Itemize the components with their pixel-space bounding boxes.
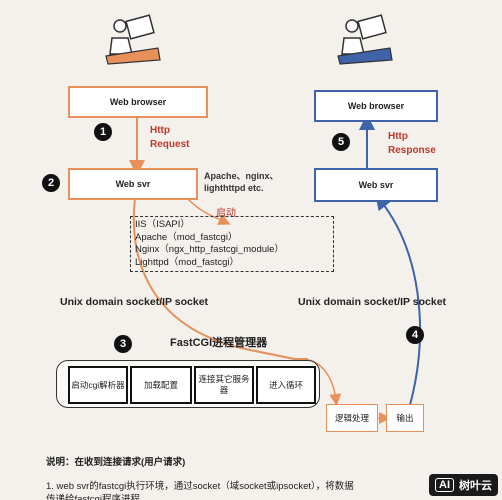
user-computer-icon-right	[337, 14, 393, 65]
module-item: Apache（mod_fastcgi）	[135, 231, 238, 243]
http-request-label: Http Request	[150, 125, 190, 150]
fastcgi-manager-title: FastCGI进程管理器	[170, 337, 268, 349]
logic-process-box: 逻辑处理	[326, 404, 378, 432]
notes-line-2: 传递给fastcgi程序进程	[46, 494, 140, 500]
step-load-config: 加载配置	[130, 366, 192, 404]
output-box: 输出	[386, 404, 424, 432]
step-start-cgi: 启动cgi解析器	[68, 366, 128, 404]
step-5-badge: 5	[332, 133, 350, 151]
server-examples-note: Apache、nginx、 lighthttpd etc.	[204, 171, 279, 193]
right-web-browser: Web browser	[314, 90, 438, 122]
step-2-badge: 2	[42, 174, 60, 192]
module-list: IIS（ISAPI） Apache（mod_fastcgi） Nginx（ngx…	[135, 219, 284, 269]
brand-logo: AI 树叶云	[429, 474, 498, 496]
module-item: IIS（ISAPI）	[135, 219, 190, 230]
left-web-browser: Web browser	[68, 86, 208, 118]
startup-label: 启动	[216, 208, 236, 219]
http-response-label: Http Response	[388, 131, 436, 156]
module-item: Lighttpd（mod_fastcgi）	[135, 256, 240, 268]
step-3-badge: 3	[114, 335, 132, 353]
step-4-badge: 4	[406, 326, 424, 344]
step-1-badge: 1	[94, 123, 112, 141]
brand-name: 树叶云	[459, 480, 492, 492]
user-computer-icon-left	[105, 14, 161, 65]
module-list-box	[130, 216, 334, 272]
step-connect-servers: 连接其它服务器	[194, 366, 254, 404]
ai-logo-icon: AI	[435, 478, 454, 492]
right-socket-label: Unix domain socket/IP socket	[298, 296, 447, 308]
notes-line-1: 1. web svr的fastcgi执行环境，通过socket（域socket或…	[46, 481, 354, 492]
left-socket-label: Unix domain socket/IP socket	[60, 296, 209, 308]
left-web-svr: Web svr	[68, 168, 198, 200]
module-item: Nginx（ngx_http_fastcgi_module）	[135, 244, 284, 255]
right-web-svr: Web svr	[314, 168, 438, 202]
step-enter-loop: 进入循环	[256, 366, 316, 404]
notes-heading: 说明：在收到连接请求(用户请求)	[46, 457, 186, 468]
